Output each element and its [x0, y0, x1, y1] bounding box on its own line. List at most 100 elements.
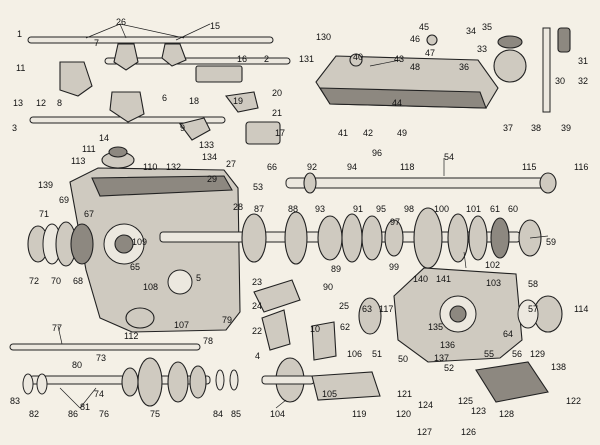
selector-rod-2 — [104, 57, 291, 65]
reverse-shaft — [261, 375, 315, 385]
callout-82: 82 — [29, 409, 39, 419]
callout-51: 51 — [372, 349, 382, 359]
callout-37: 37 — [503, 123, 513, 133]
callout-99: 99 — [389, 262, 399, 272]
callout-3: 3 — [12, 123, 17, 133]
callout-57: 57 — [528, 304, 538, 314]
callout-141: 141 — [436, 274, 451, 284]
callout-12: 12 — [36, 98, 46, 108]
gear-61 — [468, 215, 488, 261]
callout-95: 95 — [376, 204, 386, 214]
callout-86: 86 — [68, 409, 78, 419]
callout-50: 50 — [398, 354, 408, 364]
callout-7: 7 — [94, 38, 99, 48]
callout-58: 58 — [528, 279, 538, 289]
callout-79: 79 — [222, 315, 232, 325]
callout-38: 38 — [531, 123, 541, 133]
callout-11: 11 — [16, 63, 25, 73]
callout-134: 134 — [202, 152, 217, 162]
callout-111: 111 — [82, 144, 96, 154]
callout-108: 108 — [143, 282, 158, 292]
oil-filler-cap — [108, 146, 128, 158]
callout-87: 87 — [254, 204, 264, 214]
gear-knob-32 — [557, 27, 571, 53]
bearing-bore-lower — [167, 269, 193, 295]
callout-63: 63 — [362, 304, 372, 314]
callout-53: 53 — [253, 182, 263, 192]
washer-85 — [229, 369, 239, 391]
front-bearings-group — [27, 221, 94, 267]
gear-75c — [189, 365, 207, 399]
callout-61: 61 — [490, 204, 500, 214]
gearbox-casing-139 — [69, 167, 241, 333]
shaft-54 — [285, 177, 553, 189]
callout-60: 60 — [508, 204, 518, 214]
callout-105: 105 — [322, 389, 337, 399]
gear-93 — [317, 215, 343, 261]
seal-57 — [517, 299, 539, 329]
gear-100 — [413, 207, 443, 269]
callout-17: 17 — [275, 128, 285, 138]
callout-123: 123 — [471, 406, 486, 416]
callout-30: 30 — [555, 76, 565, 86]
callout-27: 27 — [226, 159, 236, 169]
callout-2: 2 — [264, 54, 269, 64]
callout-59: 59 — [546, 237, 556, 247]
gear-60 — [490, 217, 510, 259]
selector-rod-1 — [27, 36, 274, 44]
selector-fork-15 — [161, 43, 187, 67]
casing-top-face — [91, 175, 233, 197]
callout-131: 131 — [299, 54, 314, 64]
gearbox-casing-group — [69, 146, 241, 333]
callout-119: 119 — [352, 409, 366, 419]
rear-housing-group — [358, 267, 563, 403]
gear-95 — [361, 215, 383, 261]
leader-lines — [57, 23, 549, 409]
callout-8: 8 — [57, 98, 62, 108]
callout-47: 47 — [425, 48, 435, 58]
callout-14: 14 — [99, 133, 109, 143]
washer-84 — [215, 369, 225, 391]
callout-89: 89 — [331, 264, 341, 274]
callout-54: 54 — [444, 152, 454, 162]
callout-29: 29 — [207, 174, 217, 184]
gear-97 — [384, 219, 404, 257]
callout-18: 18 — [189, 96, 199, 106]
callout-75: 75 — [150, 409, 160, 419]
selector-rods-group — [27, 36, 291, 145]
callout-33: 33 — [477, 44, 487, 54]
callout-88: 88 — [288, 204, 298, 214]
selector-block-19 — [225, 91, 259, 113]
callout-10: 10 — [310, 324, 320, 334]
callout-103: 103 — [486, 278, 501, 288]
callout-127: 127 — [417, 427, 432, 437]
callout-49: 49 — [397, 128, 407, 138]
callout-32: 32 — [578, 76, 588, 86]
callout-74: 74 — [94, 389, 104, 399]
callout-9: 9 — [180, 123, 185, 133]
cover-plate-122 — [475, 361, 549, 403]
callout-115: 115 — [522, 162, 536, 172]
callout-77: 77 — [52, 323, 62, 333]
callout-132: 132 — [166, 162, 181, 172]
callout-94: 94 — [347, 162, 357, 172]
callout-139: 139 — [38, 180, 53, 190]
callout-43: 43 — [394, 54, 404, 64]
callout-117: 117 — [379, 304, 393, 314]
callout-140: 140 — [413, 274, 428, 284]
callout-129: 129 — [530, 349, 545, 359]
callout-90: 90 — [323, 282, 333, 292]
bearing-63 — [358, 297, 382, 335]
gear-lever-boot-33 — [493, 49, 527, 83]
callout-125: 125 — [458, 396, 473, 406]
callout-81: 81 — [80, 402, 90, 412]
top-cover-flange — [318, 87, 487, 109]
selector-fork-9 — [179, 117, 211, 141]
callout-128: 128 — [499, 409, 514, 419]
callout-4: 4 — [255, 351, 260, 361]
callout-100: 100 — [434, 204, 449, 214]
callout-23: 23 — [252, 277, 262, 287]
gear-76 — [121, 367, 139, 397]
boot-cap-35 — [497, 35, 523, 49]
